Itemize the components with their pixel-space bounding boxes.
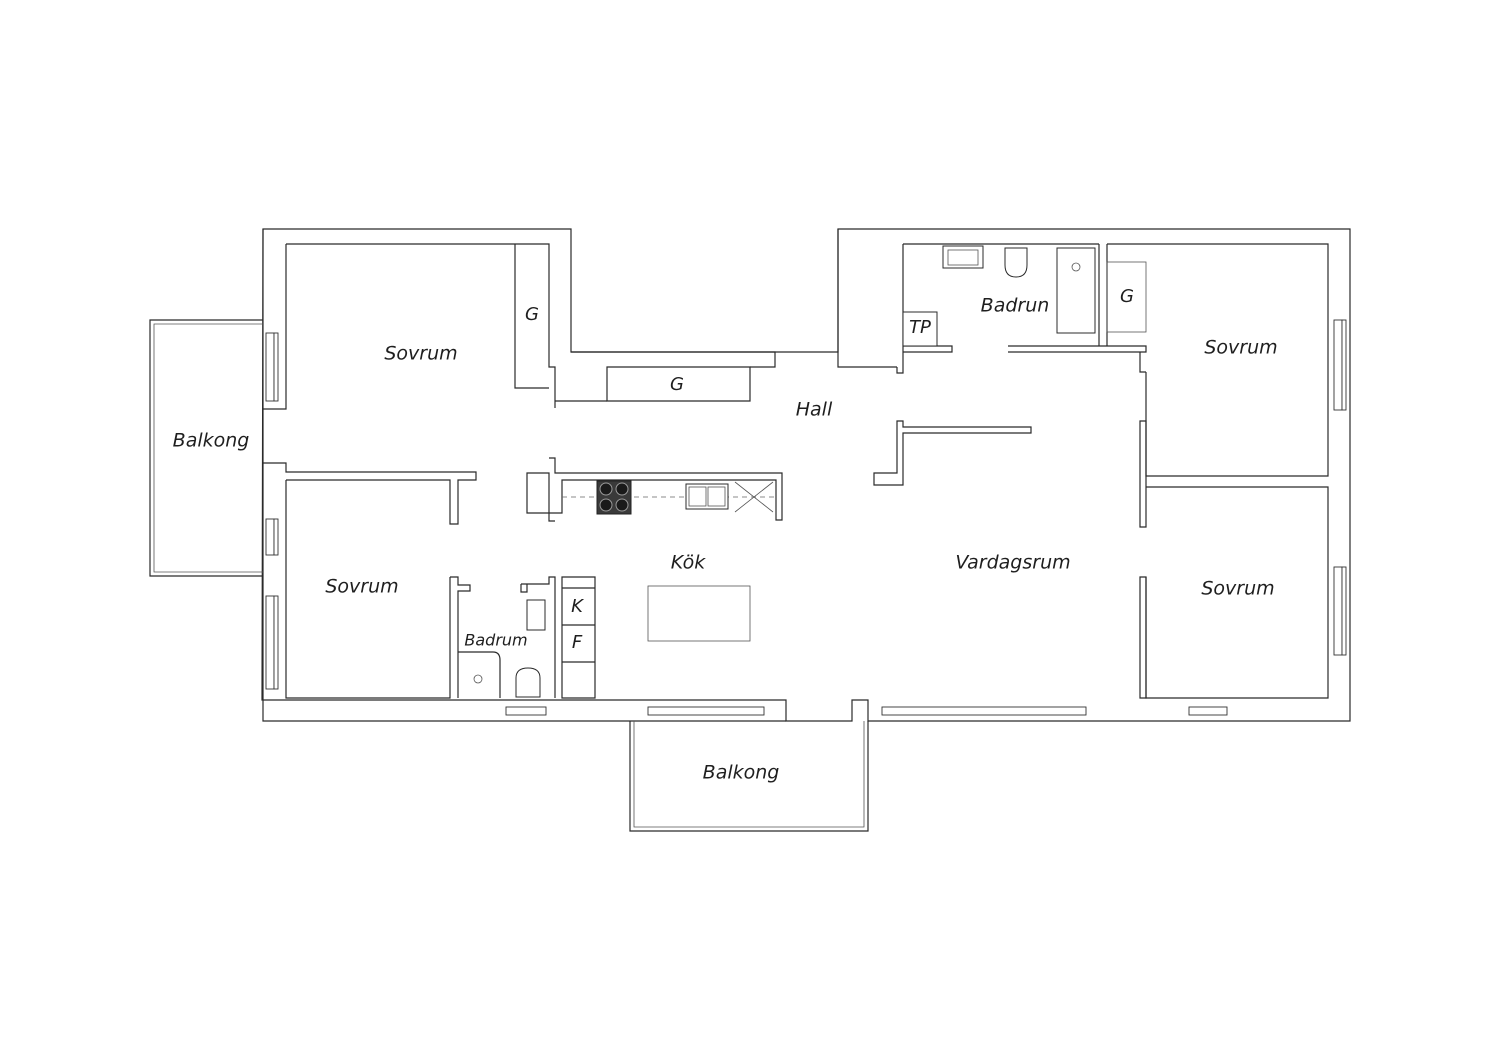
room-label-kok: Kök xyxy=(671,552,706,574)
closet-label-g: G xyxy=(525,304,539,325)
closet-label-g: G xyxy=(670,374,684,395)
room-label-balkong: Balkong xyxy=(173,430,250,452)
washing-machine-tp xyxy=(902,311,938,347)
room-label-balkong: Balkong xyxy=(703,762,780,784)
appliance-label-f: F xyxy=(572,632,583,653)
shower-icon xyxy=(1056,247,1096,334)
kitchen-fixtures xyxy=(562,480,776,642)
balconies xyxy=(149,319,869,832)
sink-icon xyxy=(685,483,729,510)
room-label-sovrum: Sovrum xyxy=(1201,578,1274,600)
toilet-icon xyxy=(1004,247,1028,278)
room-label-badrun: Badrun xyxy=(981,295,1050,317)
room-label-hall: Hall xyxy=(796,399,833,421)
room-label-tp: TP xyxy=(909,317,931,338)
windows xyxy=(265,319,1347,716)
appliance-label-k: K xyxy=(571,596,584,617)
dishwasher-icon xyxy=(734,481,774,513)
closet-label-g: G xyxy=(1120,286,1134,307)
room-label-sovrum: Sovrum xyxy=(1204,337,1277,359)
room-label-vardagsrum: Vardagsrum xyxy=(955,552,1070,574)
room-label-sovrum: Sovrum xyxy=(384,343,457,365)
room-labels: Sovrum Sovrum Sovrum Sovrum Balkong Balk… xyxy=(173,286,1278,784)
washbasin-icon xyxy=(526,599,546,631)
bathroom-fixtures xyxy=(458,245,1147,698)
kitchen-island xyxy=(647,585,751,642)
exterior-walls xyxy=(261,228,1351,722)
washbasin-icon xyxy=(942,245,984,269)
toilet-icon xyxy=(515,667,541,698)
room-label-badrum: Badrum xyxy=(464,631,527,650)
room-label-sovrum: Sovrum xyxy=(325,576,398,598)
